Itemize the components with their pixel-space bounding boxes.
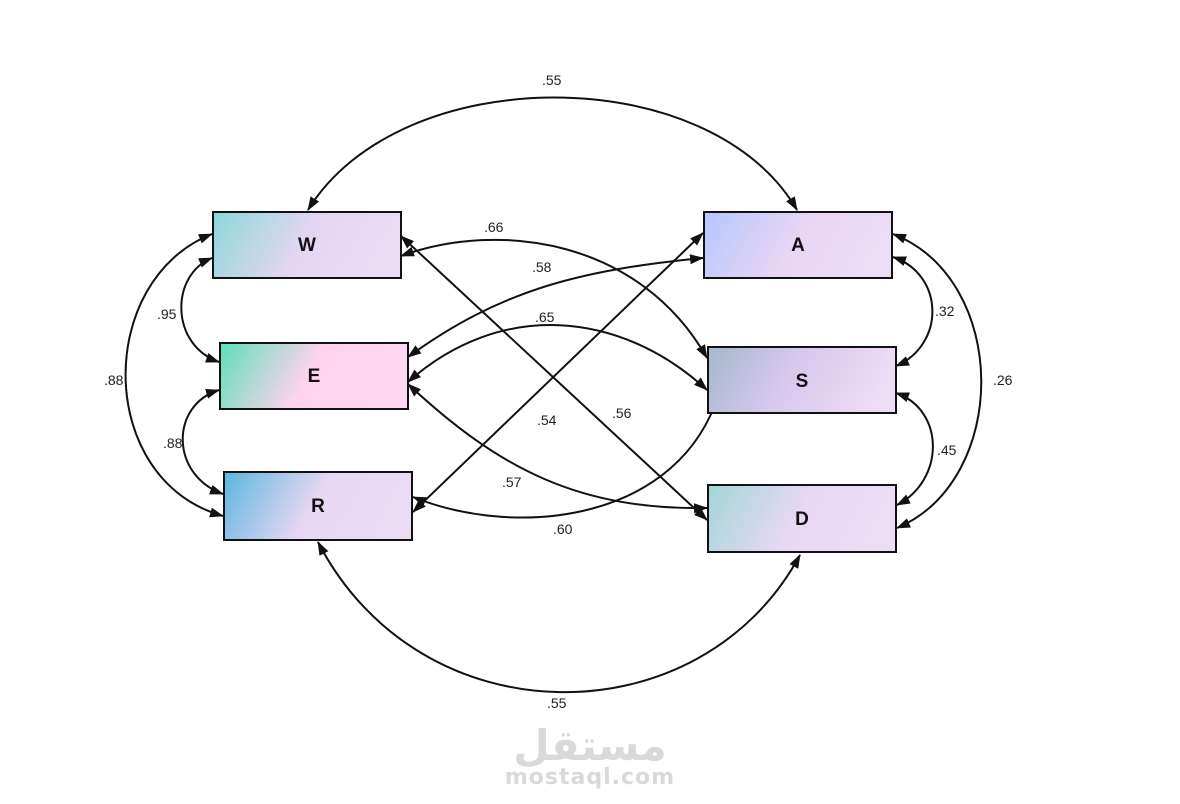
edge-a-e: [407, 254, 704, 358]
edge-label-a-r: .54: [537, 412, 557, 428]
edge-labels: .55 .55 .95 .88 .88 .32 .45 .26 .66 .58 …: [104, 72, 1013, 711]
edge-label-w-d: .56: [612, 405, 632, 421]
node-r: R: [223, 471, 413, 541]
edge-a-s: [892, 256, 934, 367]
edge-label-w-s: .66: [484, 219, 504, 235]
edge-label-e-s: .65: [535, 309, 555, 325]
edge-e-d: [407, 383, 708, 514]
node-r-box: [223, 471, 413, 541]
node-s-label: S: [796, 371, 809, 392]
edge-e-r: [181, 389, 224, 495]
edge-label-w-r: .88: [104, 372, 124, 388]
node-a-box: [703, 211, 893, 279]
node-w: W: [212, 211, 402, 279]
edge-r-d: [317, 541, 801, 694]
edge-w-a: [307, 96, 798, 211]
node-d: D: [707, 484, 897, 553]
edge-label-w-a: .55: [542, 72, 562, 88]
node-a: A: [703, 211, 893, 279]
node-w-label: W: [298, 235, 316, 256]
node-a-label: A: [791, 235, 805, 256]
mostaql-watermark: مستقل mostaql.com: [505, 721, 675, 790]
edge-label-e-d: .60: [553, 521, 573, 537]
edge-label-a-d: .26: [993, 372, 1013, 388]
edge-label-w-e: .95: [157, 306, 177, 322]
edge-a-d: [892, 233, 983, 529]
edge-s-d: [895, 392, 934, 506]
watermark-arabic-text: مستقل: [513, 721, 667, 770]
node-e-box: [219, 342, 409, 410]
watermark-latin-text: mostaql.com: [505, 765, 675, 790]
node-w-box: [212, 211, 402, 279]
edge-w-r: [124, 233, 224, 518]
edge-label-s-d: .45: [937, 442, 957, 458]
edge-label-e-r: .88: [163, 435, 183, 451]
edge-w-s: [400, 238, 708, 359]
node-d-label: D: [795, 509, 809, 530]
edge-w-d: [400, 235, 708, 521]
edge-label-a-s: .32: [935, 303, 955, 319]
edges: [124, 96, 983, 694]
node-s: S: [707, 346, 897, 414]
node-s-box: [707, 346, 897, 414]
node-e: E: [219, 342, 409, 410]
node-e-label: E: [308, 366, 321, 387]
edge-a-r: [412, 232, 704, 513]
edge-label-a-e: .58: [532, 259, 552, 275]
edge-label-r-d: .55: [547, 695, 567, 711]
edge-label-s-r: .57: [502, 474, 522, 490]
node-r-label: R: [311, 496, 325, 517]
node-d-box: [707, 484, 897, 553]
edge-s-r: [412, 392, 720, 519]
